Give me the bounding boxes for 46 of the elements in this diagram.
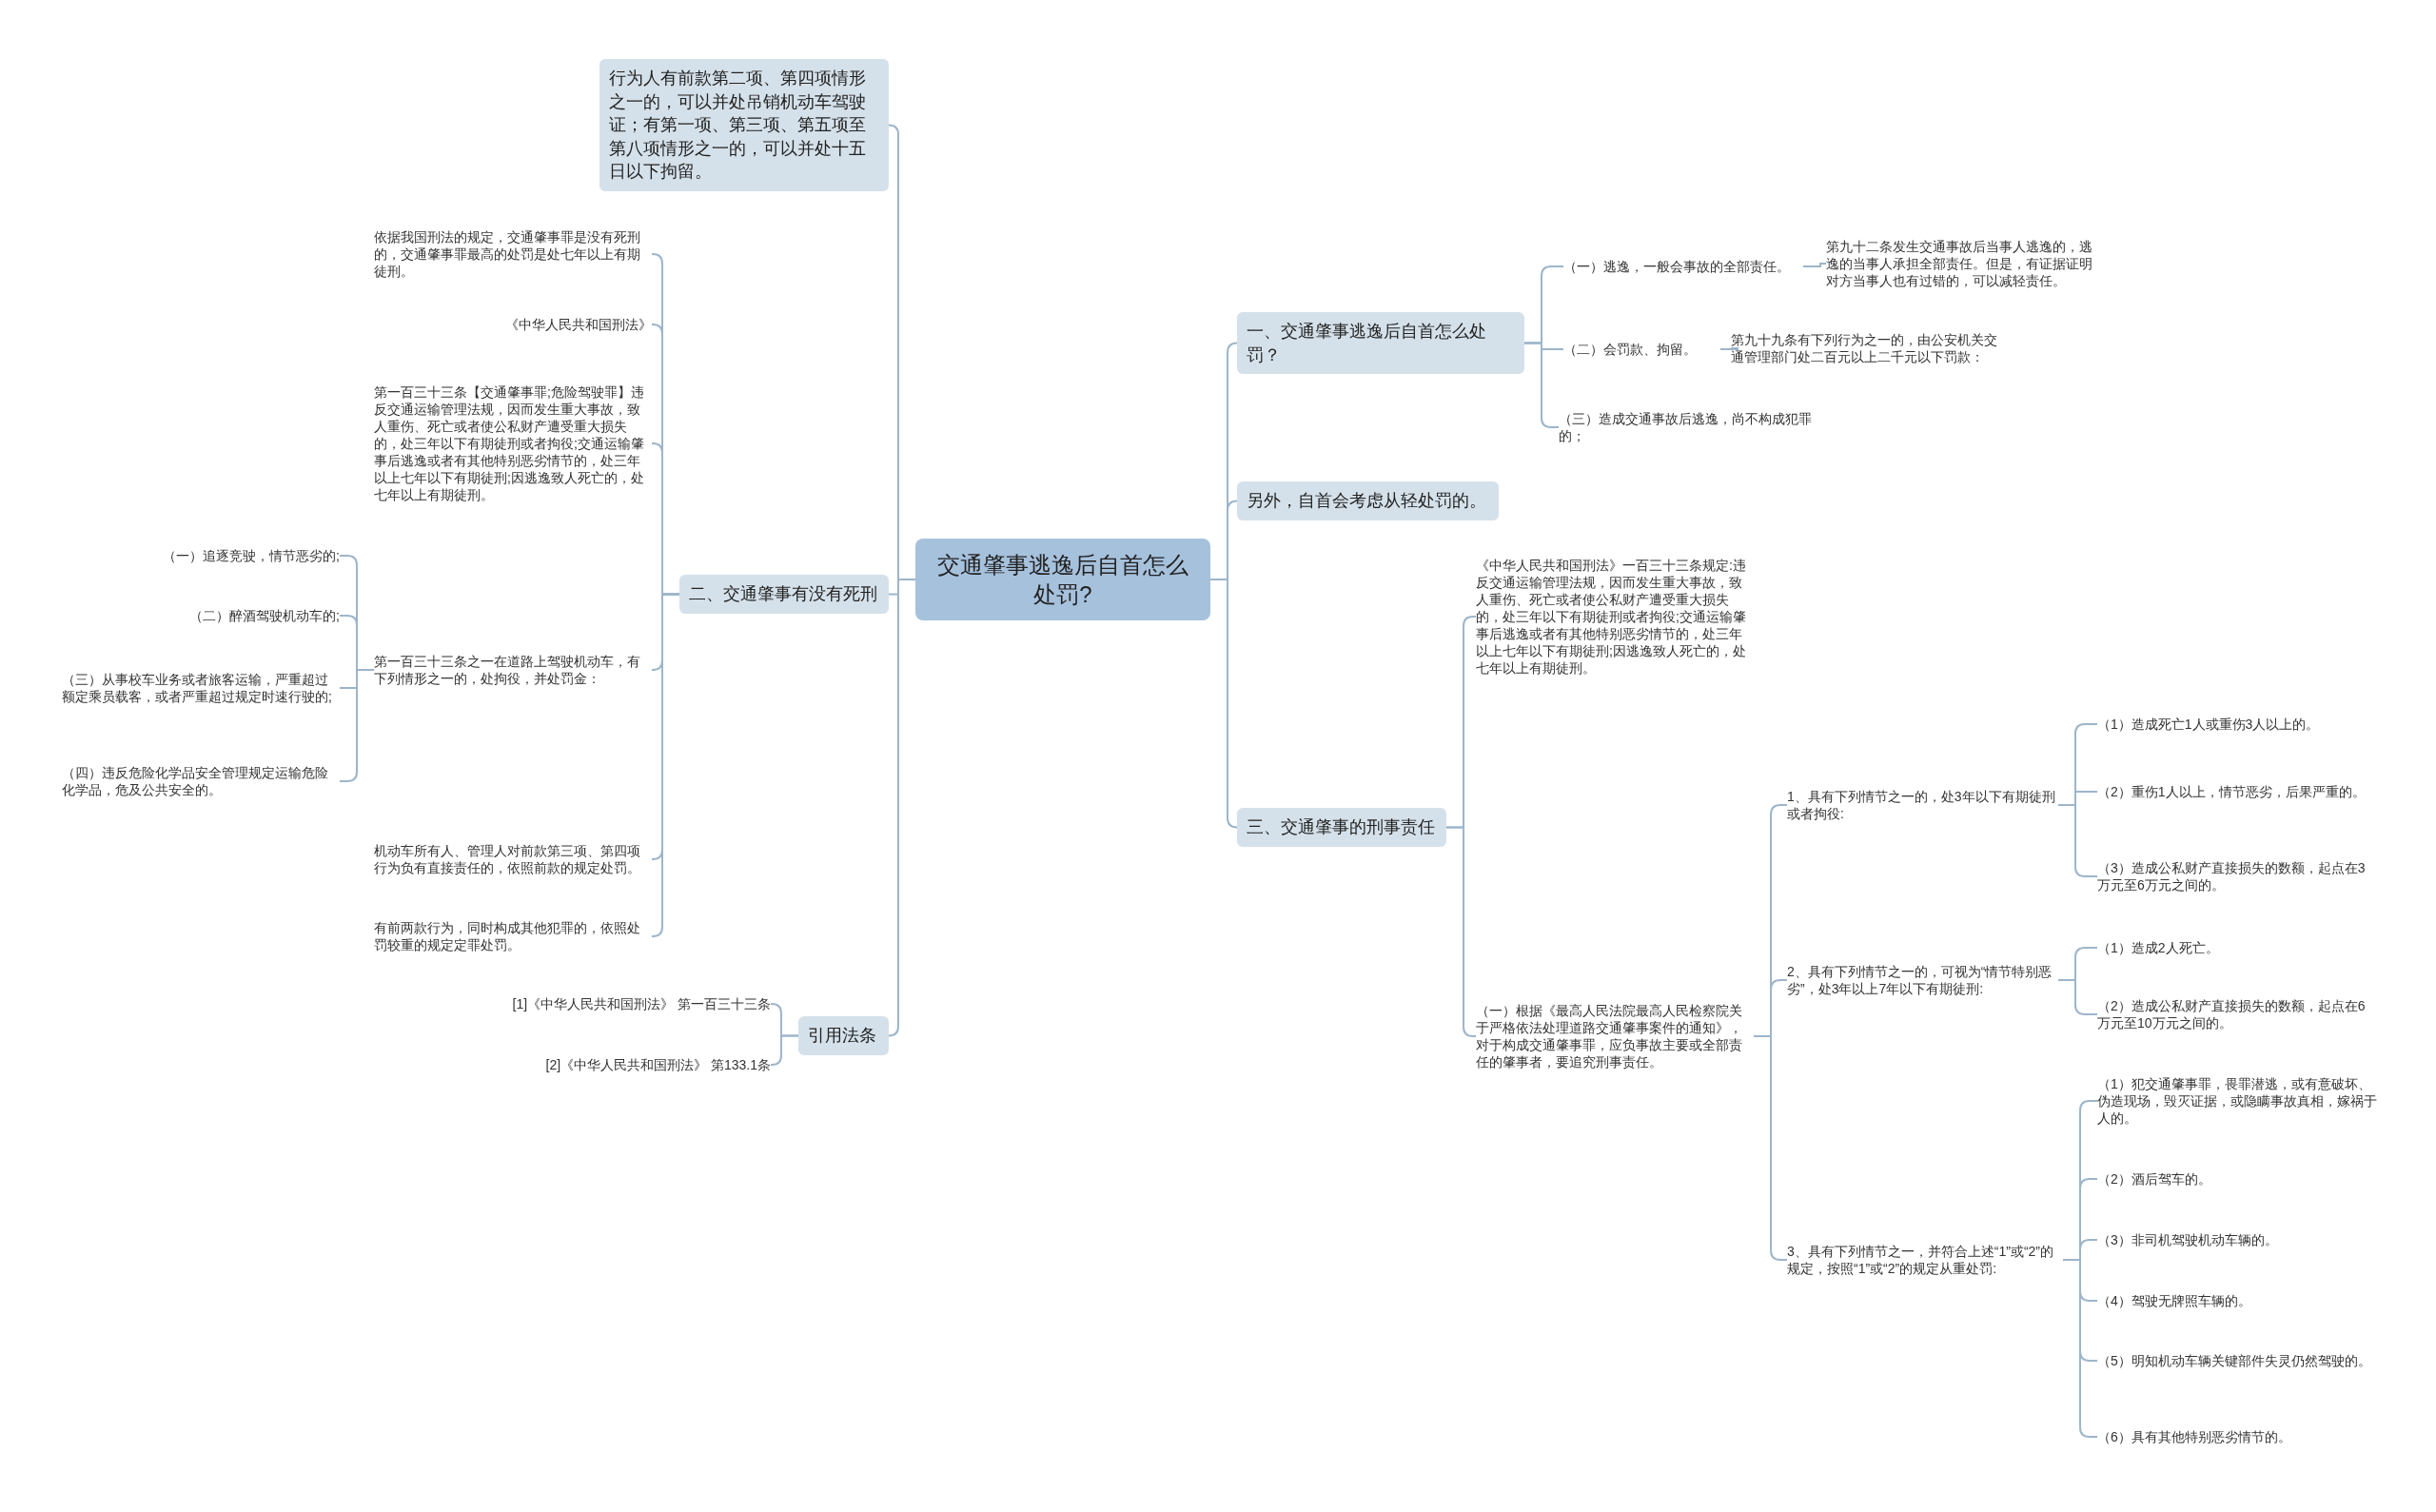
- topic-text: （1）造成死亡1人或重伤3人以上的。: [2097, 716, 2383, 733]
- topic-text: 《中华人民共和国刑法》一百三十三条规定:违反交通运输管理法规，因而发生重大事故，致人重伤、死亡或者使公私财产遭受重大损失的，处三年以下有期徒刑或者拘役;交通运输肇事后逃逸或者有其他特别恶劣情节的，处三年以上七年以下有期徒刑;因逃逸致人死亡的，处七年以上有期徒刑。: [1476, 557, 1754, 677]
- topic-text: （1）犯交通肇事罪，畏罪潜逃，或有意破坏、伪造现场，毁灭证据，或隐瞒事故真相，嫁祸于人的。: [2097, 1075, 2383, 1127]
- topic-text: （二）醉酒驾驶机动车的;: [62, 607, 340, 624]
- topic-text: （3）造成公私财产直接损失的数额，起点在3万元至6万元之间的。: [2097, 859, 2375, 893]
- topic-text: （一）追逐竞驶，情节恶劣的;: [62, 547, 340, 564]
- topic-box: 引用法条: [798, 1016, 889, 1055]
- topic-box: 三、交通肇事的刑事责任: [1237, 808, 1446, 847]
- topic-text: （2）重伤1人以上，情节恶劣，后果严重的。: [2097, 783, 2375, 800]
- topic-text: 机动车所有人、管理人对前款第三项、第四项行为负有直接责任的，依照前款的规定处罚。: [374, 842, 652, 876]
- topic-text: （三）从事校车业务或者旅客运输，严重超过额定乘员载客，或者严重超过规定时速行驶的;: [62, 671, 340, 705]
- topic-text: 3、具有下列情节之一，并符合上述“1”或“2”的规定，按照“1”或“2”的规定从重处罚:: [1787, 1243, 2063, 1277]
- connector-line: [1445, 826, 1477, 1037]
- topic-text: 1、具有下列情节之一的，处3年以下有期徒刑或者拘役:: [1787, 788, 2058, 822]
- topic-text: 《中华人民共和国刑法》: [374, 316, 652, 333]
- topic-box: 一、交通肇事逃逸后自首怎么处罚？: [1237, 312, 1524, 374]
- topic-text: （三）造成交通事故后逃逸，尚不构成犯罪的；: [1559, 410, 1837, 444]
- topic-text: 2、具有下列情节之一的，可视为“情节特别恶劣”，处3年以上7年以下有期徒刑:: [1787, 963, 2058, 997]
- topic-text: 第一百三十三条之一在道路上驾驶机动车，有下列情形之一的，处拘役，并处罚金：: [374, 653, 652, 687]
- topic-text: 依据我国刑法的规定，交通肇事罪是没有死刑的，交通肇事罪最高的处罚是处七年以上有期徒刑。: [374, 228, 652, 280]
- topic-text: （2）造成公私财产直接损失的数额，起点在6万元至10万元之间的。: [2097, 997, 2375, 1031]
- connector-line: [1209, 579, 1238, 829]
- topic-text: （6）具有其他特别恶劣情节的。: [2097, 1428, 2383, 1445]
- topic-text: （3）非司机驾驶机动车辆的。: [2097, 1231, 2383, 1248]
- topic-box: 行为人有前款第二项、第四项情形之一的，可以并处吊销机动车驾驶证；有第一项、第三项、第五项至第八项情形之一的，可以并处十五日以下拘留。: [599, 59, 889, 191]
- connector-line: [2057, 979, 2098, 1015]
- topic-text: 第一百三十三条【交通肇事罪;危险驾驶罪】违反交通运输管理法规，因而发生重大事故，致人重伤、死亡或者使公私财产遭受重大损失的，处三年以下有期徒刑或者拘役;交通运输肇事后逃逸或者有其他特别恶劣情节的，处三年以上七年以下有期徒刑;因逃逸致人死亡的，处七年以上有期徒刑。: [374, 383, 652, 503]
- topic-text: （四）违反危险化学品安全管理规定运输危险化学品，危及公共安全的。: [62, 764, 340, 798]
- topic-text: 有前两款行为，同时构成其他犯罪的，依照处罚较重的规定定罪处罚。: [374, 919, 652, 953]
- connector-line: [1719, 347, 1739, 350]
- topic-text: [1]《中华人民共和国刑法》 第一百三十三条: [476, 995, 771, 1012]
- topic-text: （2）酒后驾车的。: [2097, 1170, 2383, 1188]
- topic-box: 另外，自首会考虑从轻处罚的。: [1237, 481, 1499, 520]
- topic-text: 第九十二条发生交通事故后当事人逃逸的，逃逸的当事人承担全部责任。但是，有证据证明对方当事人也有过错的，可以减轻责任。: [1826, 238, 2104, 289]
- topic-text: （二）会罚款、拘留。: [1563, 341, 1720, 358]
- topic-text: （5）明知机动车辆关键部件失灵仍然驾驶的。: [2097, 1352, 2375, 1369]
- topic-text: [2]《中华人民共和国刑法》 第133.1条: [476, 1056, 771, 1073]
- topic-text: 第九十九条有下列行为之一的，由公安机关交通管理部门处二百元以上二千元以下罚款：: [1731, 331, 2009, 365]
- central-topic-box: 交通肇事逃逸后自首怎么处罚?: [915, 539, 1210, 620]
- connector-line: [1802, 263, 1827, 267]
- topic-text: （1）造成2人死亡。: [2097, 939, 2383, 956]
- topic-box: 二、交通肇事有没有死刑: [679, 575, 889, 614]
- topic-text: （4）驾驶无牌照车辆的。: [2097, 1292, 2383, 1309]
- connector-line: [770, 1034, 799, 1066]
- topic-text: （一）根据《最高人民法院最高人民检察院关于严格依法处理道路交通肇事案件的通知》，对于构成交通肇事罪，应负事故主要或全部责任的肇事者，要追究刑事责任。: [1476, 1002, 1754, 1070]
- topic-text: （一）逃逸，一般会事故的全部责任。: [1563, 258, 1803, 275]
